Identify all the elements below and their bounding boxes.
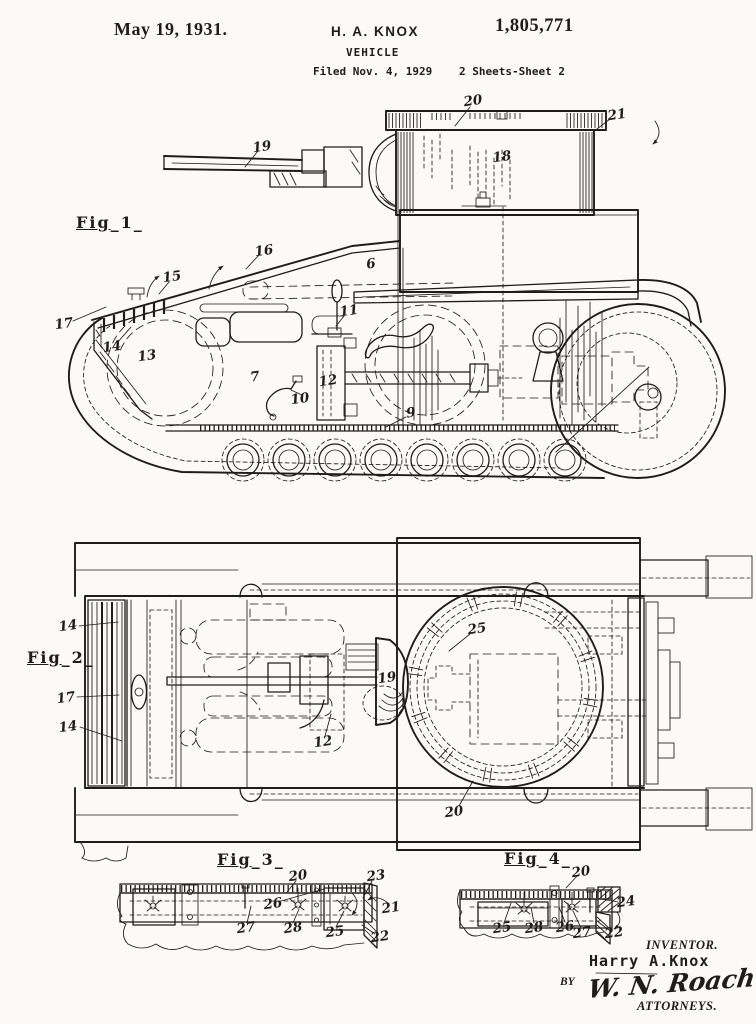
ref-numeral-17: 17: [55, 688, 77, 708]
ref-numeral-18: 18: [491, 147, 513, 167]
ref-numeral-23: 23: [365, 866, 387, 886]
filed-date: Filed Nov. 4, 1929: [313, 65, 433, 78]
ref-numeral-12: 12: [317, 371, 339, 391]
figure-3-drawing: [117, 880, 390, 951]
patent-date: May 19, 1931.: [114, 19, 228, 39]
by-label: BY: [560, 976, 575, 988]
ref-numeral-21: 21: [380, 898, 402, 918]
wing-bolt-icons: [144, 894, 581, 915]
ref-numeral-25: 25: [466, 619, 488, 639]
signature-underline: [595, 972, 658, 975]
ref-numeral-22: 22: [603, 923, 625, 943]
ref-numeral-6: 6: [365, 255, 377, 273]
figure-1-drawing: [68, 106, 726, 482]
ref-numeral-14: 14: [57, 717, 79, 737]
ref-numeral-16: 16: [253, 241, 275, 261]
ref-numeral-13: 13: [136, 346, 158, 366]
ref-numeral-20: 20: [462, 91, 484, 111]
ref-numeral-14: 14: [101, 337, 123, 357]
ref-numeral-19: 19: [376, 668, 398, 688]
ref-numeral-11: 11: [338, 301, 360, 321]
ref-numeral-22: 22: [369, 927, 391, 947]
ref-numeral-25: 25: [324, 922, 346, 942]
ref-numeral-28: 28: [523, 918, 545, 938]
ref-numeral-28: 28: [282, 918, 304, 938]
figure-1-label: Fig1: [76, 213, 144, 232]
ref-numeral-20: 20: [443, 802, 465, 822]
figure-2-label: Fig2: [27, 648, 95, 667]
figure-4-label: Fig4: [504, 849, 572, 868]
applicant-name: H. A. KNOX: [331, 24, 420, 39]
inventor-caption: INVENTOR.: [646, 938, 718, 952]
ref-numeral-14: 14: [57, 616, 79, 636]
ref-numeral-25: 25: [491, 918, 513, 938]
figure-2-drawing: [74, 537, 753, 862]
figure-3-label: Fig3: [217, 850, 285, 869]
ref-numeral-7: 7: [249, 368, 261, 386]
patent-number: 1,805,771: [495, 16, 574, 36]
ref-numeral-10: 10: [289, 389, 311, 409]
ref-numeral-17: 17: [53, 314, 75, 334]
ref-numeral-27: 27: [235, 918, 257, 938]
ref-numeral-15: 15: [161, 267, 183, 287]
ref-numeral-20: 20: [570, 862, 592, 882]
ref-numeral-27: 27: [571, 923, 593, 943]
ref-numeral-26: 26: [262, 894, 284, 914]
ref-numeral-24: 24: [615, 892, 637, 912]
sheet-info: 2 Sheets-Sheet 2: [459, 65, 565, 78]
ref-numeral-19: 19: [251, 137, 273, 157]
figure-4-drawing: [457, 874, 621, 945]
inventor-name-text: Harry A.Knox: [589, 952, 710, 970]
attorneys-caption: ATTORNEYS.: [637, 999, 718, 1013]
ref-numeral-9: 9: [405, 404, 417, 422]
patent-title: VEHICLE: [346, 46, 400, 59]
ref-numeral-21: 21: [606, 105, 628, 125]
ref-numeral-20: 20: [287, 866, 309, 886]
ref-numeral-12: 12: [312, 732, 334, 752]
